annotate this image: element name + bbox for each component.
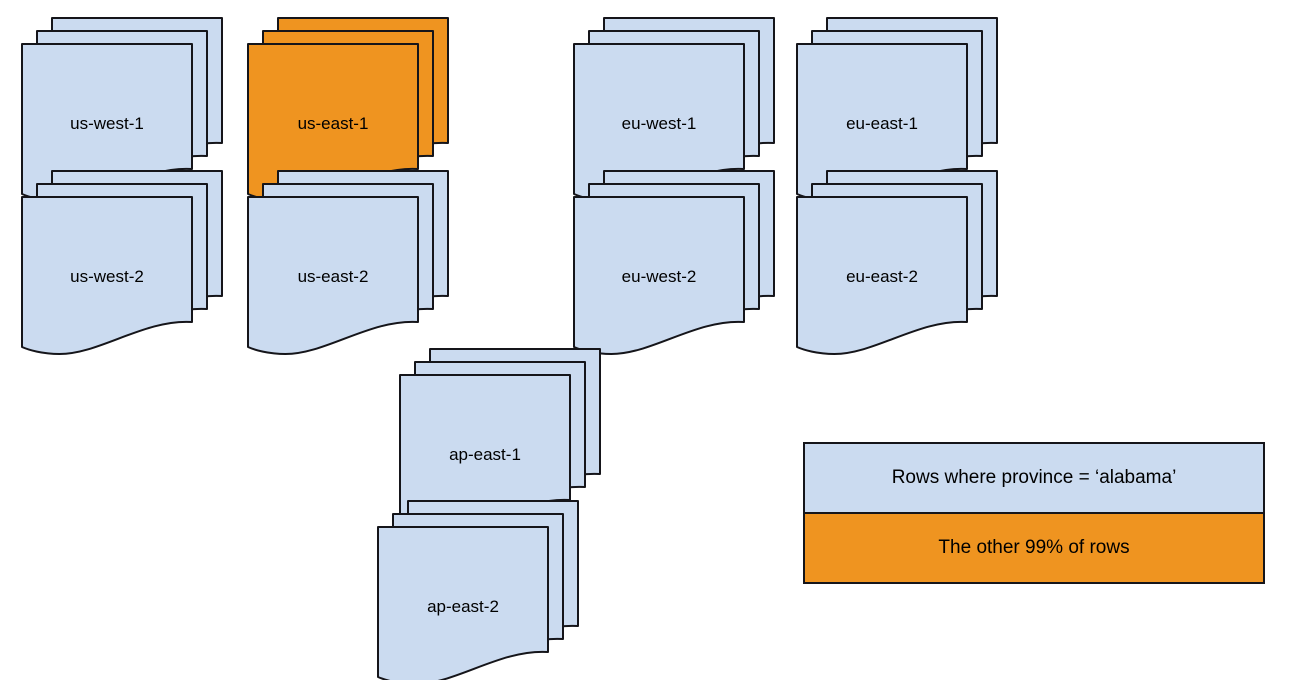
document-stack-eu-west-2[interactable] [573, 170, 775, 355]
document-stack-eu-west-1[interactable] [573, 17, 775, 202]
document-stack-ap-east-1[interactable] [399, 348, 601, 533]
legend-row-2: The other 99% of rows [803, 513, 1265, 584]
legend-row-1: Rows where province = ‘alabama’ [803, 442, 1265, 513]
document-sheet-front [21, 196, 193, 355]
document-sheet-front [573, 196, 745, 355]
document-sheet-front [796, 196, 968, 355]
document-sheet-front [377, 526, 549, 680]
legend-label: The other 99% of rows [938, 537, 1130, 558]
document-stack-us-east-2[interactable] [247, 170, 449, 355]
document-sheet-front [247, 196, 419, 355]
document-stack-eu-east-2[interactable] [796, 170, 998, 355]
document-stack-eu-east-1[interactable] [796, 17, 998, 202]
document-stack-us-east-1[interactable] [247, 17, 449, 202]
legend-label: Rows where province = ‘alabama’ [891, 467, 1177, 488]
document-stack-ap-east-2[interactable] [377, 500, 579, 680]
document-stack-us-west-2[interactable] [21, 170, 223, 355]
